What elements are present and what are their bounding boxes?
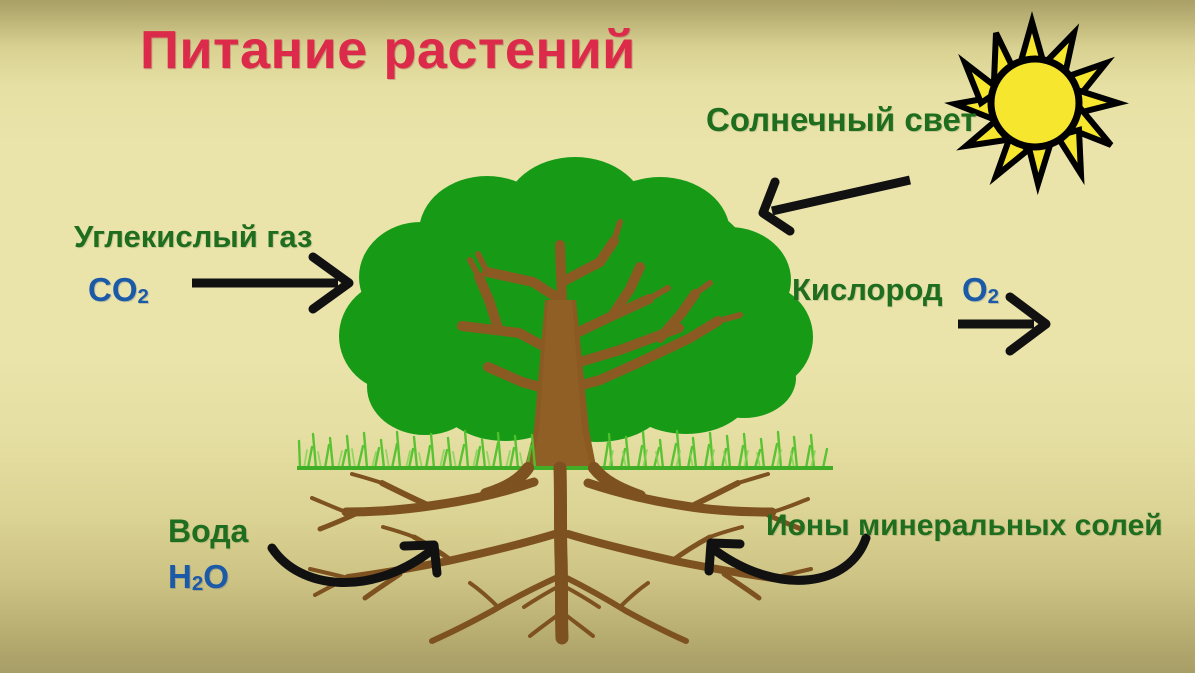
- grass-line: [297, 429, 833, 470]
- sun-icon: [944, 10, 1130, 196]
- tree-trunk: [525, 300, 596, 466]
- tree-canopy: [339, 157, 813, 442]
- label-oxygen: Кислород: [792, 272, 943, 307]
- arrow-co2-to-tree: [192, 252, 354, 314]
- formula-h2o-o: O: [203, 558, 229, 595]
- root-system: [308, 461, 813, 645]
- arrow-water-to-roots: [267, 540, 442, 587]
- formula-co2-subscript: 2: [137, 285, 149, 309]
- arrow-ions-to-roots: [704, 533, 871, 585]
- formula-co2-main: CO: [88, 271, 138, 308]
- label-sunlight: Солнечный свет: [706, 101, 977, 138]
- tree-branches: [457, 236, 723, 445]
- label-carbon-dioxide: Углекислый газ: [74, 219, 313, 254]
- tree-branch-tips: [467, 219, 743, 324]
- label-water: Вода: [168, 513, 249, 549]
- formula-o2-main: O: [962, 271, 988, 308]
- page-title: Питание растений: [140, 20, 636, 80]
- formula-carbon-dioxide: CO2: [88, 271, 149, 309]
- formula-h2o-subscript: 2: [191, 572, 204, 596]
- formula-water: H2O: [168, 558, 229, 596]
- arrow-sunlight-to-tree: [758, 175, 911, 236]
- formula-o2-subscript: 2: [987, 285, 1000, 309]
- formula-h2o-h: H: [168, 558, 192, 595]
- label-mineral-ions: Ионы минеральных солей: [766, 509, 1163, 542]
- formula-oxygen: O2: [962, 271, 999, 309]
